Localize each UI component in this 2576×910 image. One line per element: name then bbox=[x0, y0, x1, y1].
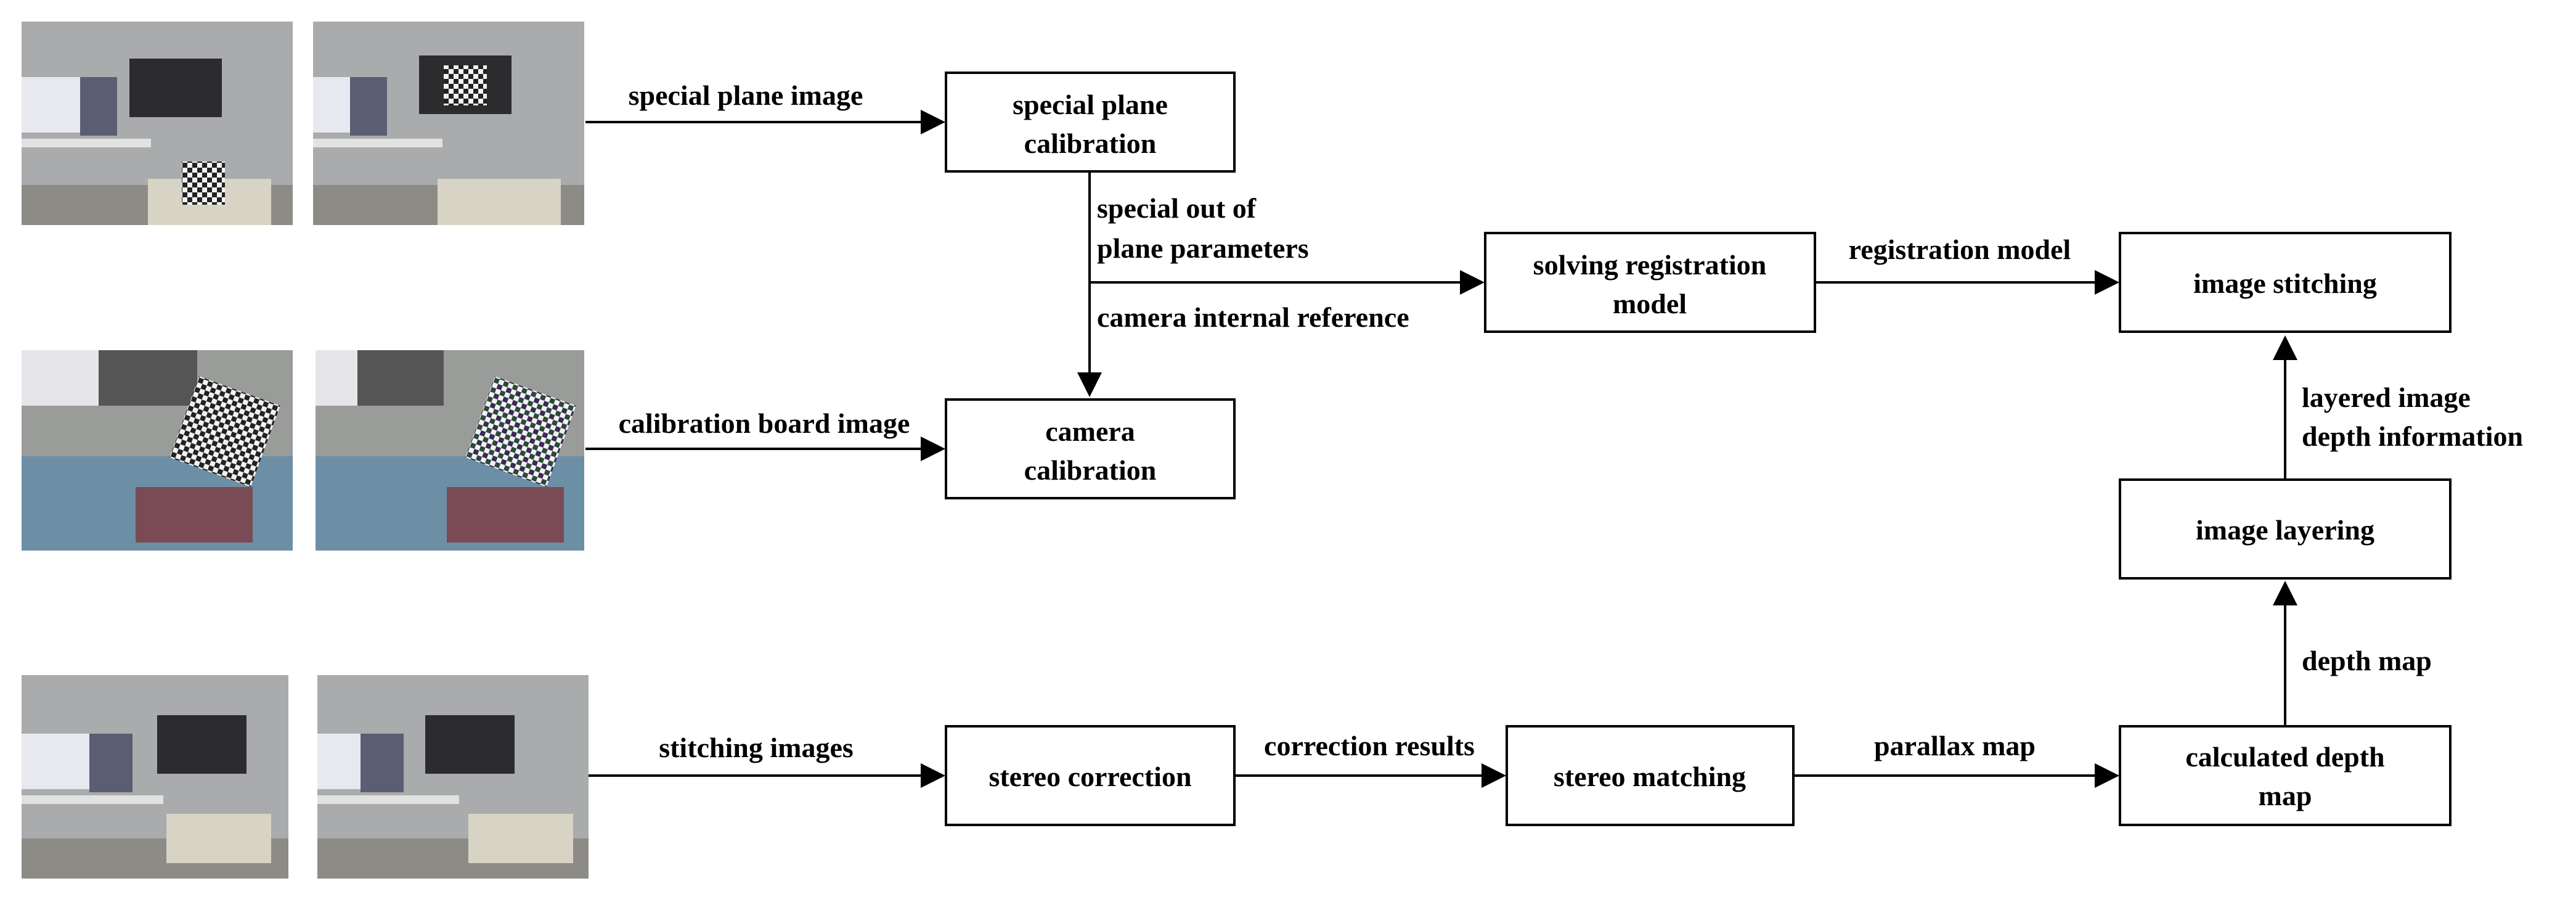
label-layered-image-line2: depth information bbox=[2302, 420, 2523, 452]
label-special-out-of-plane-line1: special out of bbox=[1097, 192, 1257, 224]
label-parallax-map: parallax map bbox=[1874, 730, 2036, 761]
label-depth-map: depth map bbox=[2302, 645, 2432, 676]
image-stitching-box: image stitching bbox=[2119, 232, 2452, 333]
svg-text:calibration: calibration bbox=[1024, 128, 1157, 159]
label-calibration-board-image: calibration board image bbox=[619, 408, 910, 439]
svg-text:model: model bbox=[1613, 288, 1687, 319]
stereo-correction-box: stereo correction bbox=[945, 725, 1236, 826]
label-registration-model: registration model bbox=[1849, 234, 2071, 265]
svg-text:camera: camera bbox=[1045, 416, 1135, 447]
svg-text:calculated depth: calculated depth bbox=[2185, 741, 2384, 773]
stitching-photo-right bbox=[317, 675, 589, 879]
special-plane-photo-right bbox=[313, 22, 584, 225]
label-stitching-images: stitching images bbox=[659, 732, 854, 763]
image-layering-box: image layering bbox=[2119, 478, 2452, 580]
solving-registration-model-box: solving registration model bbox=[1484, 232, 1816, 333]
svg-text:map: map bbox=[2259, 780, 2312, 811]
calibration-board-photo-right bbox=[316, 350, 584, 551]
svg-text:solving registration: solving registration bbox=[1533, 249, 1767, 281]
calibration-board-photo-left bbox=[22, 350, 293, 551]
stitching-photo-left bbox=[22, 675, 288, 879]
label-layered-image-line1: layered image bbox=[2302, 382, 2471, 413]
special-plane-calibration-box: special plane calibration bbox=[945, 72, 1236, 173]
svg-text:image stitching: image stitching bbox=[2193, 268, 2377, 299]
stereo-matching-box: stereo matching bbox=[1506, 725, 1795, 826]
label-special-plane-image: special plane image bbox=[629, 80, 863, 111]
label-correction-results: correction results bbox=[1264, 730, 1475, 761]
camera-calibration-box: camera calibration bbox=[945, 398, 1236, 499]
label-camera-internal-reference: camera internal reference bbox=[1097, 301, 1409, 333]
svg-text:stereo matching: stereo matching bbox=[1554, 761, 1746, 792]
svg-text:calibration: calibration bbox=[1024, 454, 1157, 486]
calculated-depth-map-box: calculated depth map bbox=[2119, 725, 2452, 826]
svg-text:image layering: image layering bbox=[2196, 514, 2374, 546]
svg-text:stereo correction: stereo correction bbox=[988, 761, 1191, 792]
svg-text:special plane: special plane bbox=[1013, 89, 1168, 120]
label-special-out-of-plane-line2: plane parameters bbox=[1097, 232, 1309, 264]
special-plane-photo-left bbox=[22, 22, 293, 225]
